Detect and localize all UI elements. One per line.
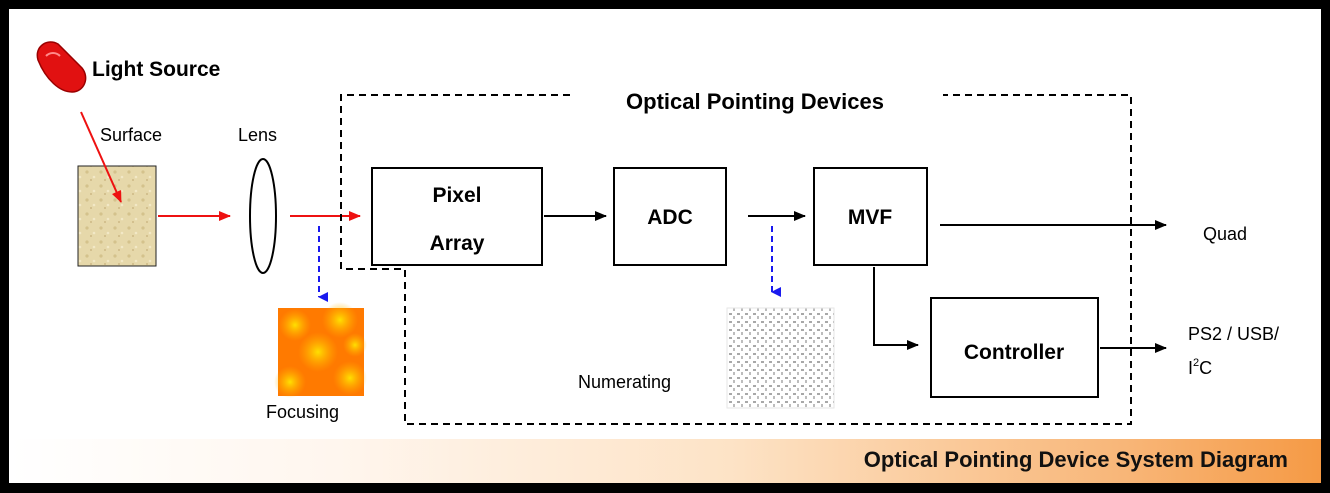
numerating-label: Numerating [578,372,671,392]
light-source-icon [36,41,87,93]
optical-pointing-devices-boundary [340,94,1132,425]
mvf-label: MVF [848,206,893,229]
footer-bar [9,439,1321,483]
focusing-image [274,302,367,398]
footer-title: Optical Pointing Device System Diagram [863,447,1288,472]
light-source-label: Light Source [92,58,220,81]
pixel-array-block [371,167,543,266]
i2c-label: I2C [1188,357,1212,378]
adc-label: ADC [647,206,693,229]
light-incident-arrow [80,111,122,203]
controller-block [930,297,1099,398]
group-title: Optical Pointing Devices [626,89,884,114]
pixel-array-label-line1: Pixel [432,184,481,207]
surface-label: Surface [100,125,162,145]
bottom-border [0,483,1330,493]
surface-sample [77,165,157,267]
lens-shape [249,158,277,274]
numerating-image [726,307,835,409]
ps2-usb-label: PS2 / USB/ [1188,324,1279,344]
quad-label: Quad [1203,224,1247,244]
adc-block [613,167,727,266]
controller-label: Controller [964,341,1064,364]
pixel-array-label-line2: Array [430,232,485,255]
focusing-label: Focusing [266,402,339,422]
lens-label: Lens [238,125,277,145]
mvf-to-controller-arrow [873,267,919,350]
mvf-block [813,167,928,266]
